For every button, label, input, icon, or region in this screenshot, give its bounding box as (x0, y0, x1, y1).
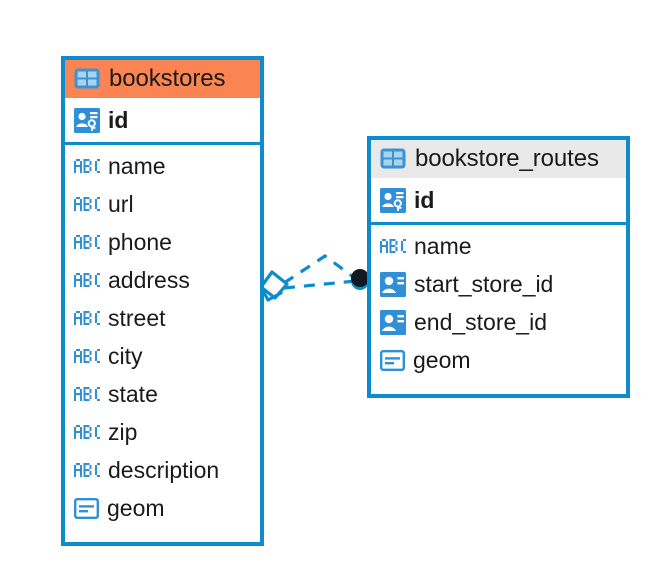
entity-title-bookstore-routes: bookstore_routes (415, 145, 599, 172)
primary-key-section-bookstores: id (65, 98, 260, 146)
field-label-geom: geom (413, 347, 471, 374)
abc-text-icon (74, 463, 100, 478)
field-list-bookstores: name url (65, 145, 260, 527)
abc-text-icon (74, 197, 100, 212)
field-label-start-store-id: start_store_id (414, 271, 554, 298)
field-row-street[interactable]: street (65, 299, 260, 337)
field-row-phone[interactable]: phone (65, 223, 260, 261)
geometry-icon (380, 349, 405, 371)
field-label-url: url (108, 191, 134, 218)
field-row-description[interactable]: description (65, 451, 260, 489)
entity-header-bookstores[interactable]: bookstores (65, 60, 260, 99)
field-row-geom[interactable]: geom (65, 489, 260, 527)
connector-line-upper (283, 254, 357, 285)
entity-header-bookstore-routes[interactable]: bookstore_routes (371, 140, 626, 179)
primary-key-icon (380, 187, 406, 213)
abc-text-icon (74, 349, 100, 364)
field-list-bookstore-routes: name start_store_id (371, 225, 626, 379)
abc-text-icon (74, 159, 100, 174)
field-label-city: city (108, 343, 143, 370)
field-label-name: name (414, 233, 472, 260)
field-row-city[interactable]: city (65, 337, 260, 375)
field-row-start-store-id[interactable]: start_store_id (371, 265, 626, 303)
table-icon (380, 148, 406, 169)
abc-text-icon (74, 273, 100, 288)
field-label-id: id (108, 107, 129, 134)
field-row-id[interactable]: id (371, 178, 626, 222)
field-label-geom: geom (107, 495, 165, 522)
field-label-street: street (108, 305, 166, 332)
rhombus-marker-icon (259, 270, 289, 302)
field-row-end-store-id[interactable]: end_store_id (371, 303, 626, 341)
abc-text-icon (74, 387, 100, 402)
field-label-name: name (108, 153, 166, 180)
entity-bookstore-routes[interactable]: bookstore_routes id (367, 136, 630, 398)
primary-key-section-bookstore-routes: id (371, 178, 626, 226)
abc-text-icon (380, 239, 406, 254)
field-row-address[interactable]: address (65, 261, 260, 299)
field-row-geom[interactable]: geom (371, 341, 626, 379)
field-row-id[interactable]: id (65, 98, 260, 142)
foreign-key-icon (380, 271, 406, 297)
field-label-zip: zip (108, 419, 138, 446)
field-label-state: state (108, 381, 158, 408)
table-icon (74, 68, 100, 89)
field-label-id: id (414, 187, 435, 214)
field-row-url[interactable]: url (65, 185, 260, 223)
abc-text-icon (74, 235, 100, 250)
field-label-description: description (108, 457, 220, 484)
abc-text-icon (74, 425, 100, 440)
field-row-name[interactable]: name (65, 147, 260, 185)
abc-text-icon (74, 311, 100, 326)
geometry-icon (74, 497, 99, 519)
foreign-key-icon (380, 309, 406, 335)
connector-line-lower (283, 279, 357, 290)
field-row-zip[interactable]: zip (65, 413, 260, 451)
field-label-end-store-id: end_store_id (414, 309, 547, 336)
entity-title-bookstores: bookstores (109, 65, 226, 92)
field-label-address: address (108, 267, 190, 294)
field-row-state[interactable]: state (65, 375, 260, 413)
entity-bookstores[interactable]: bookstores id (61, 56, 264, 546)
primary-key-icon (74, 107, 100, 133)
field-row-name[interactable]: name (371, 227, 626, 265)
field-label-phone: phone (108, 229, 172, 256)
